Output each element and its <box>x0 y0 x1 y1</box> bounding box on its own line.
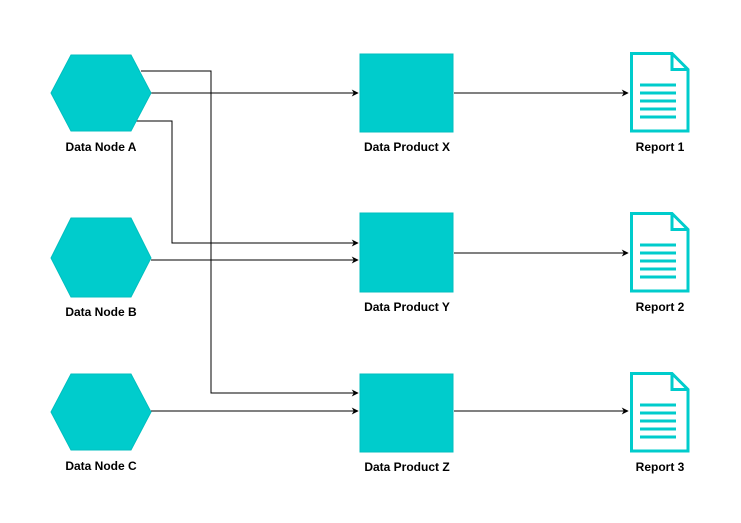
data-product-z-label: Data Product Z <box>364 460 450 474</box>
data-node-a-hexagon[interactable] <box>50 54 152 132</box>
data-node-b-hexagon[interactable] <box>50 217 152 298</box>
report-2-document-icon[interactable] <box>630 212 690 293</box>
report-2-label: Report 2 <box>635 300 685 314</box>
edge-a-to-y <box>131 120 359 247</box>
data-product-x-box[interactable] <box>359 53 454 133</box>
data-node-c-label: Data Node C <box>65 459 137 473</box>
data-node-c-hexagon[interactable] <box>50 373 152 451</box>
data-node-b-label: Data Node B <box>65 305 137 319</box>
report-3-label: Report 3 <box>635 460 685 474</box>
data-product-x-label: Data Product X <box>363 140 451 154</box>
data-product-y-label: Data Product Y <box>364 300 450 314</box>
data-node-a-label: Data Node A <box>65 140 137 154</box>
edges <box>131 70 629 415</box>
report-3-document-icon[interactable] <box>630 372 690 453</box>
data-product-y-box[interactable] <box>359 212 454 293</box>
edge-a-to-z <box>141 70 359 397</box>
report-1-document-icon[interactable] <box>630 52 690 133</box>
report-1-label: Report 1 <box>635 140 685 154</box>
data-product-z-box[interactable] <box>359 373 454 453</box>
